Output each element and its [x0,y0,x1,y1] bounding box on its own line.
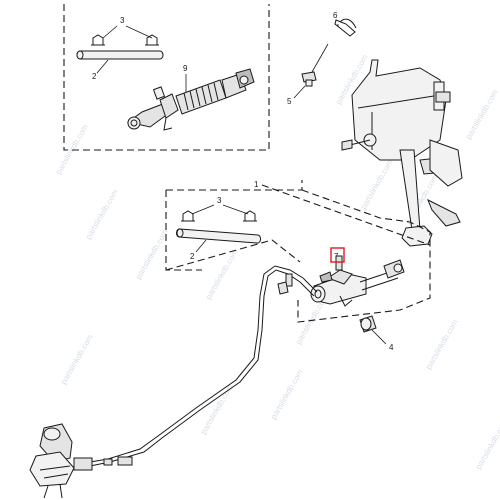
pedal-box-assembly [341,59,463,247]
mid-box-right [297,189,431,323]
mid-box-diagonal-top [261,184,431,246]
pin-part-6 [334,18,357,37]
clip-right-mid [243,210,257,222]
clip-left-mid [181,210,195,222]
lower-slave-cylinder [29,423,93,499]
top-kit-box: 3 2 9 [63,4,270,151]
callout-5: 5 [287,97,292,106]
watermark-4: partslinkdb.com [134,228,170,281]
watermark-2: partslinkdb.com [59,333,95,386]
callout-2-mid: 2 [190,252,195,261]
callout-4: 4 [389,343,394,352]
leader-2-top [96,59,109,74]
mid-box-inner [165,239,301,271]
tube-part-2-top [76,50,164,60]
hydraulic-pipe [89,265,318,467]
leader-4 [371,329,387,345]
pedal-arm [399,149,421,231]
leader-3-top [102,25,153,39]
watermark-3: partslinkdb.com [84,188,120,241]
watermark-5: partslinkdb.com [204,248,240,301]
callout-1: 1 [254,180,259,189]
callout-7-highlight [330,247,345,263]
grommet-part-4 [359,315,377,333]
watermark-13: partslinkdb.com [474,418,500,471]
tube-part-2-mid [176,228,261,244]
slave-cylinder-part-9 [126,68,255,131]
pipe-bracket-upper [285,273,293,287]
callout-6: 6 [333,11,338,20]
leader-5 [293,85,306,99]
watermark-6: partslinkdb.com [199,383,235,436]
leader-6-to-bolt [311,43,329,73]
watermark-1: partslinkdb.com [54,123,90,176]
top-box-outline [63,4,270,151]
pipe-fitting-lower [117,456,133,466]
callout-2-top: 2 [92,72,97,81]
watermark-12: partslinkdb.com [464,88,500,141]
master-cylinder-assembly [310,255,405,307]
callout-3-mid: 3 [217,196,222,205]
middle-kit-box: 1 3 2 [165,180,431,323]
clip-left-top [91,34,105,46]
leader-2-mid [195,239,207,253]
watermark-9: partslinkdb.com [359,158,395,211]
pedal-pad [401,225,433,247]
bolt-part-5 [301,71,317,87]
watermark-11: partslinkdb.com [424,318,460,371]
callout-7: 7 [334,252,339,261]
callout-3-top: 3 [120,16,125,25]
clip-right-top [145,34,159,46]
callout-9: 9 [183,64,188,73]
leader-3-mid [191,204,249,215]
fitting-part-7 [335,255,343,271]
watermark-7: partslinkdb.com [269,368,305,421]
